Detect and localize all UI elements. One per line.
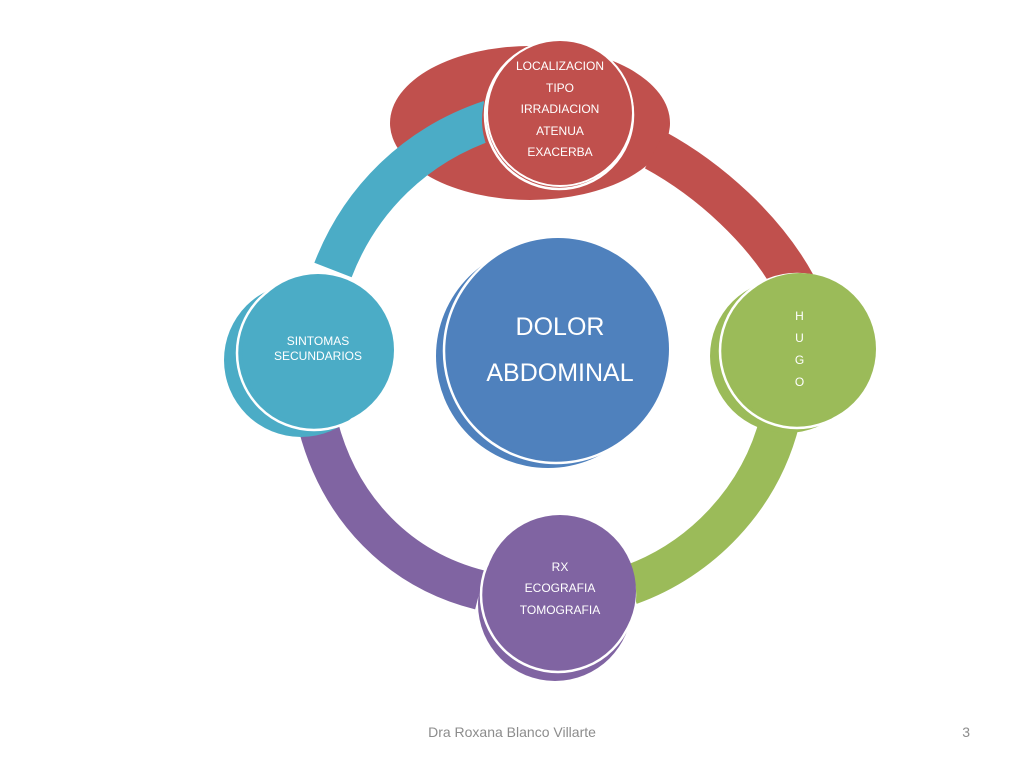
right-node-line: G xyxy=(794,353,806,367)
left-node-line: SINTOMAS xyxy=(286,334,350,348)
left-node-label: SINTOMAS SECUNDARIOS xyxy=(255,332,381,366)
center-node-line: ABDOMINAL xyxy=(486,359,634,387)
right-node-line: U xyxy=(795,331,805,345)
top-node-line: EXACERBA xyxy=(527,145,593,160)
right-node-label: H U G O xyxy=(770,304,830,394)
top-node xyxy=(482,39,635,194)
right-node xyxy=(710,272,876,433)
center-node-line: DOLOR xyxy=(515,313,605,341)
bottom-node-line: TOMOGRAFIA xyxy=(519,602,601,617)
slide-number: 3 xyxy=(962,724,970,740)
bottom-node-label: RX ECOGRAFIA TOMOGRAFIA xyxy=(495,556,625,622)
arc-bottom-left xyxy=(298,419,486,610)
top-node-label: LOCALIZACION TIPO IRRADIACION ATENUA EXA… xyxy=(495,55,625,165)
left-node xyxy=(224,274,394,437)
arc-left-top xyxy=(314,101,497,278)
bottom-node-line: ECOGRAFIA xyxy=(524,581,596,596)
center-node xyxy=(436,237,670,468)
right-node-line: O xyxy=(794,375,806,389)
right-node-line: H xyxy=(795,309,805,323)
arc-top-right xyxy=(644,131,814,296)
left-node-line: SECUNDARIOS xyxy=(273,349,362,363)
center-node-label: DOLOR ABDOMINAL xyxy=(460,300,660,400)
top-node-line: TIPO xyxy=(545,80,574,95)
bottom-node xyxy=(478,515,637,681)
bottom-node-line: RX xyxy=(551,559,569,574)
footer-author: Dra Roxana Blanco Villarte xyxy=(428,724,596,740)
top-node-line: IRRADIACION xyxy=(520,102,600,117)
top-node-line: LOCALIZACION xyxy=(515,59,605,74)
arc-right-bottom xyxy=(622,414,800,604)
top-node-line: ATENUA xyxy=(536,123,584,138)
